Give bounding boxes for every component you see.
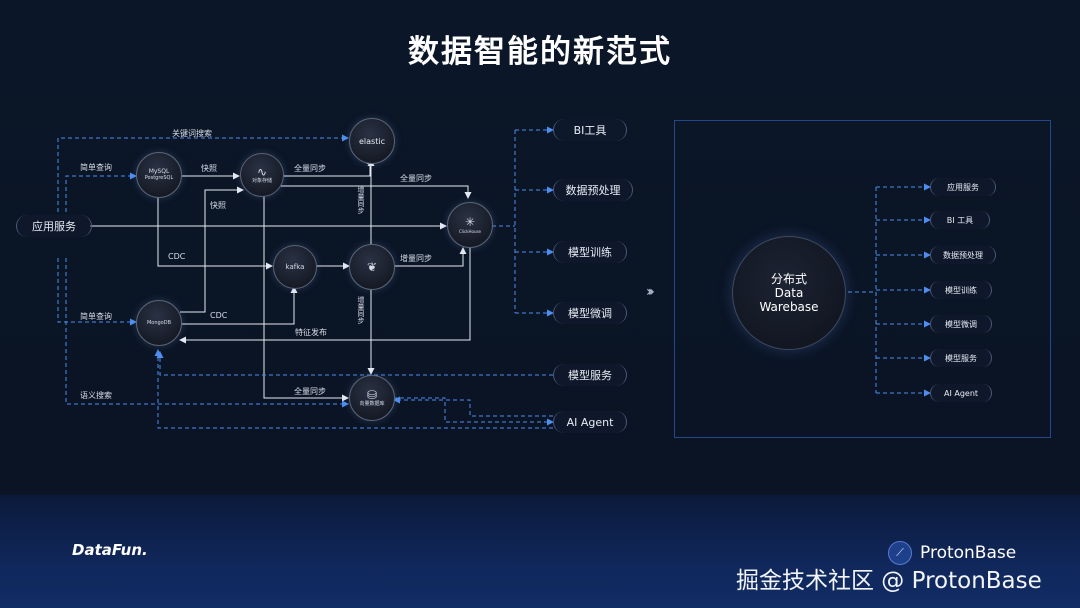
edge-mysql-cdc-kafka	[157, 196, 273, 270]
protonbase-logo-text: ProtonBase	[920, 543, 1017, 563]
label-full-sync-1: 全量同步	[294, 164, 326, 173]
label-keyword-search: 关键词搜索	[172, 129, 212, 138]
output-model-service: 模型服务	[553, 364, 627, 386]
right-output-model-service-label: 模型服务	[945, 353, 977, 363]
edge-objstore-to-vectordb	[263, 196, 349, 402]
clickhouse-node: ✳ ClickHouse	[447, 202, 493, 248]
label-full-sync-3: 全量同步	[294, 387, 326, 396]
right-output-model-training: 模型训练	[930, 281, 992, 299]
output-model-service-label: 模型服务	[568, 369, 612, 382]
object-storage-node: ∿ 对象存储	[240, 153, 284, 197]
edge-mongo-to-objstore	[180, 186, 244, 313]
output-model-finetune-label: 模型微调	[568, 307, 612, 320]
elastic-label: elastic	[359, 136, 385, 146]
right-output-bi-tools: BI 工具	[930, 211, 990, 229]
label-snapshot-2: 快照	[210, 201, 226, 210]
flink-squirrel-icon: ❦	[366, 260, 378, 274]
watermark-text: 掘金技术社区 @ ProtonBase	[736, 568, 1042, 594]
dash-model-service	[156, 351, 553, 376]
vector-db-label: 向量数据库	[359, 400, 385, 407]
label-simple-query-1: 简单查询	[80, 163, 112, 172]
label-snapshot-1: 快照	[201, 164, 217, 173]
data-warebase-node: 分布式 Data Warebase	[732, 236, 846, 350]
right-output-ai-agent: AI Agent	[930, 384, 992, 402]
mysql-postgresql-node: MySQL PostgreSQL	[136, 152, 182, 198]
label-incremental-sync-v1: 增量同步	[357, 186, 365, 214]
output-model-finetune: 模型微调	[553, 302, 627, 324]
dash-agent-vectordb	[393, 396, 553, 417]
clickhouse-icon: ✳	[464, 214, 476, 229]
right-output-model-training-label: 模型训练	[945, 285, 977, 295]
mysql-label: MySQL	[148, 168, 170, 175]
protonbase-logo-icon: ⟋	[888, 541, 912, 565]
kafka-node: kafka	[273, 245, 317, 289]
cdc-processor-node: ❦	[349, 244, 395, 290]
protonbase-logo: ⟋ ProtonBase	[888, 541, 1016, 565]
right-output-data-preprocess-label: 数据预处理	[943, 250, 983, 260]
output-model-training-label: 模型训练	[568, 246, 612, 259]
right-output-data-preprocess: 数据预处理	[930, 246, 996, 264]
database-icon: ⛁	[366, 387, 378, 402]
edge-cdcnode-to-clickhouse	[393, 247, 467, 267]
dash-simple-query-1	[65, 172, 137, 212]
edge-feature-publish	[179, 236, 471, 344]
mongodb-node: MongoDB	[136, 300, 182, 346]
right-output-model-service: 模型服务	[930, 349, 992, 367]
right-output-bi-tools-label: BI 工具	[946, 215, 974, 225]
center-line-3: Warebase	[759, 300, 819, 314]
label-full-sync-2: 全量同步	[400, 174, 432, 183]
label-feature-publish: 特征发布	[295, 328, 327, 337]
clickhouse-label: ClickHouse	[458, 228, 482, 234]
label-incremental-sync: 增量同步	[400, 254, 432, 263]
dash-simple-query-2	[57, 258, 137, 326]
app-service-pill: 应用服务	[16, 215, 92, 237]
right-output-model-finetune: 模型微调	[930, 315, 992, 333]
dash-keyword-search	[57, 134, 349, 212]
center-line-1: 分布式	[770, 272, 807, 286]
object-storage-icon: ∿	[256, 164, 268, 179]
output-model-training: 模型训练	[553, 241, 627, 263]
object-storage-label: 对象存储	[251, 177, 272, 184]
right-output-app-service-label: 应用服务	[947, 182, 979, 192]
output-data-preprocess-label: 数据预处理	[565, 184, 621, 197]
output-data-preprocess: 数据预处理	[553, 179, 633, 201]
warebase-panel	[674, 120, 1051, 438]
right-output-ai-agent-label: AI Agent	[943, 388, 979, 398]
label-simple-query-2: 简单查询	[80, 312, 112, 321]
background-top	[0, 0, 1080, 500]
output-ai-agent: AI Agent	[553, 411, 627, 433]
center-line-2: Data	[774, 286, 804, 300]
app-service-label: 应用服务	[32, 220, 76, 233]
page-title: 数据智能的新范式	[408, 34, 672, 70]
label-incremental-sync-v2: 增量同步	[357, 296, 365, 324]
output-ai-agent-label: AI Agent	[566, 415, 614, 429]
edge-mongo-cdc-kafka	[180, 286, 298, 325]
label-cdc-2: CDC	[210, 311, 228, 320]
kafka-label: kafka	[285, 262, 305, 271]
label-semantic-search: 语义搜索	[80, 391, 112, 400]
postgresql-label: PostgreSQL	[144, 175, 174, 181]
elastic-node: elastic	[349, 118, 395, 164]
right-output-app-service: 应用服务	[930, 178, 996, 196]
mongodb-label: MongoDB	[146, 319, 172, 326]
vector-db-node: ⛁ 向量数据库	[349, 375, 395, 421]
output-bi-tools: BI工具	[553, 119, 627, 141]
dash-vectordb-agent	[393, 397, 554, 426]
transition-chevrons-icon: ›››	[646, 284, 655, 300]
right-output-model-finetune-label: 模型微调	[945, 319, 977, 329]
output-bi-tools-label: BI工具	[573, 124, 607, 137]
dash-agent-mongo	[154, 349, 553, 429]
label-cdc-1: CDC	[168, 252, 186, 261]
datafun-logo: DataFun.	[72, 541, 148, 559]
